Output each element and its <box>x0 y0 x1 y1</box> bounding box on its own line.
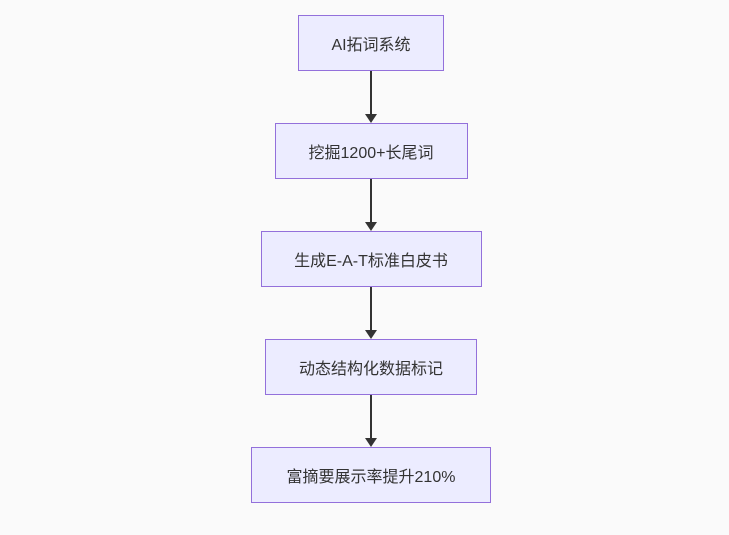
arrow-line <box>370 71 372 114</box>
node-label: 挖掘1200+长尾词 <box>308 145 434 162</box>
flowchart-edge-1 <box>365 71 377 123</box>
node-label: 生成E-A-T标准白皮书 <box>294 253 448 270</box>
arrowhead-down-icon <box>365 114 377 123</box>
flowchart-edge-3 <box>365 287 377 339</box>
flowchart-node-structured-data: 动态结构化数据标记 <box>265 339 477 395</box>
flowchart-node-eat-whitepaper: 生成E-A-T标准白皮书 <box>260 231 482 287</box>
node-label: AI拓词系统 <box>331 37 411 54</box>
arrowhead-down-icon <box>365 222 377 231</box>
flowchart-node-ai-system: AI拓词系统 <box>298 15 444 71</box>
arrow-line <box>370 395 372 438</box>
arrow-line <box>370 287 372 330</box>
flowchart-node-longtail-keywords: 挖掘1200+长尾词 <box>274 123 468 179</box>
node-label: 动态结构化数据标记 <box>298 361 443 378</box>
flowchart: AI拓词系统 挖掘1200+长尾词 生成E-A-T标准白皮书 动态结构化数据标记 <box>251 15 491 503</box>
flowchart-node-rich-snippet-rate: 富摘要展示率提升210% <box>251 447 491 503</box>
node-label: 富摘要展示率提升210% <box>286 469 456 486</box>
flowchart-edge-2 <box>365 179 377 231</box>
flowchart-edge-4 <box>365 395 377 447</box>
arrowhead-down-icon <box>365 438 377 447</box>
arrow-line <box>370 179 372 222</box>
arrowhead-down-icon <box>365 330 377 339</box>
